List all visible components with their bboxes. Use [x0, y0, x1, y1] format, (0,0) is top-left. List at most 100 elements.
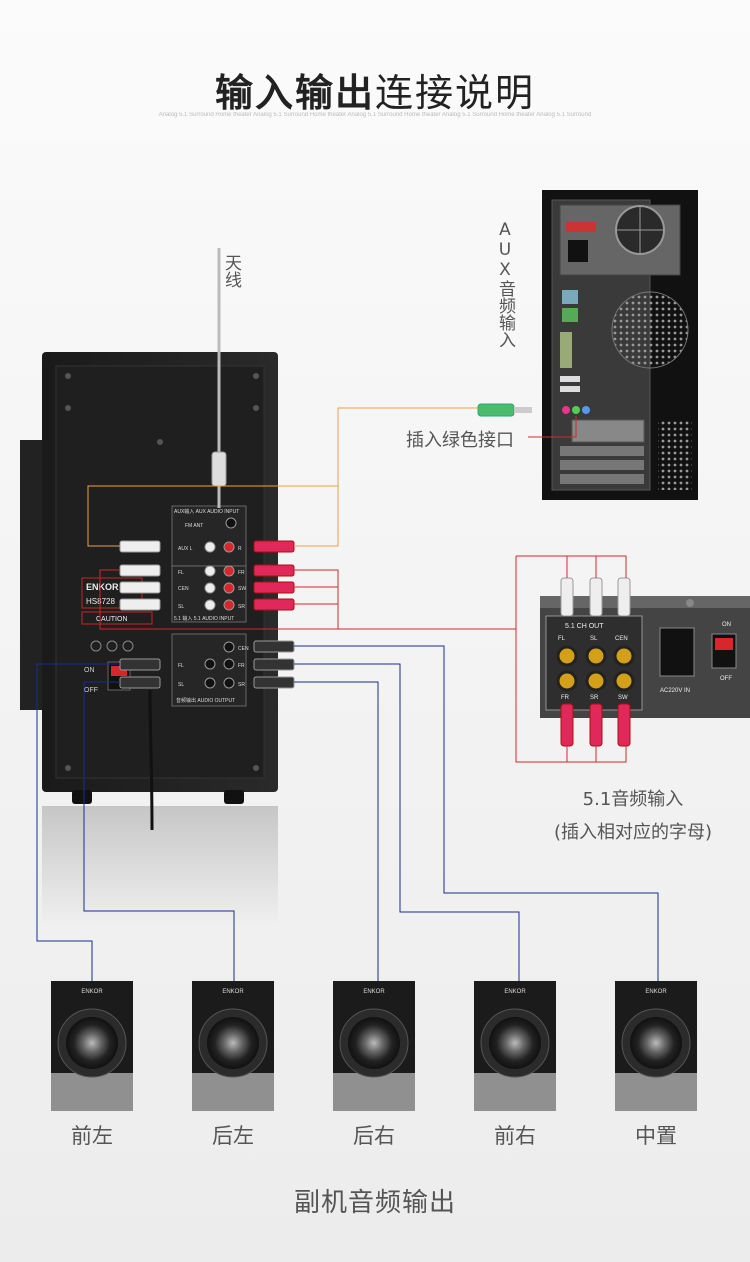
src-fr-jack[interactable]	[556, 670, 578, 692]
psu-warning	[566, 222, 596, 232]
ac-socket	[659, 627, 695, 677]
side-vent	[658, 420, 692, 490]
in-sw-jack[interactable]	[223, 582, 235, 594]
out-sr-jack[interactable]	[223, 677, 235, 689]
src-switch-on: ON	[722, 622, 731, 628]
speaker-driver-icon	[630, 1017, 682, 1069]
speaker-label: 前左	[71, 1124, 113, 1148]
in-sr-jack[interactable]	[223, 599, 235, 611]
src-fl-jack[interactable]	[556, 645, 578, 667]
speaker-brand: ENKOR	[81, 989, 103, 995]
in-fr-label: FR	[238, 570, 245, 576]
out-sl-label: SL	[178, 682, 184, 688]
src-sl-jack[interactable]	[585, 645, 607, 667]
src-line-top	[516, 555, 627, 578]
src-fr-label: FR	[561, 695, 570, 701]
out-line-fr	[294, 663, 520, 985]
out-sr-label: SR	[238, 682, 245, 688]
page-title: 输入输出连接说明	[0, 62, 750, 117]
audio-jack-blue	[582, 406, 590, 414]
switch-off-label: OFF	[84, 687, 98, 694]
src-cen-jack[interactable]	[613, 645, 635, 667]
speaker-driver-icon	[348, 1017, 400, 1069]
src-plug-white	[589, 577, 603, 617]
out-line-sr	[294, 681, 379, 985]
src-sl-label: SL	[590, 636, 598, 642]
aux-label: AUX音频输入	[495, 220, 515, 348]
plug-white-aux	[119, 540, 161, 553]
output-panel	[171, 633, 247, 707]
unit-foot	[224, 790, 244, 804]
expansion-slot	[560, 474, 644, 484]
unit-reflection	[42, 806, 278, 926]
src-sr-jack[interactable]	[585, 670, 607, 692]
plug-red-sr	[253, 598, 295, 611]
ps2-port	[562, 290, 578, 304]
aux-r-label: R	[238, 546, 242, 552]
aux-panel	[171, 505, 247, 567]
speaker-label: 前右	[494, 1124, 536, 1148]
screw	[253, 405, 259, 411]
speaker-brand: ENKOR	[363, 989, 385, 995]
speaker-brand: ENKOR	[504, 989, 526, 995]
in-cen-label: CEN	[178, 586, 189, 592]
plug-red-sw	[253, 581, 295, 594]
plug-black-fl	[119, 658, 161, 671]
antenna	[211, 248, 227, 508]
fm-ant-jack[interactable]	[225, 517, 237, 529]
unit-model: HS8728	[86, 597, 115, 606]
plug-green	[477, 403, 515, 417]
src-sw-jack[interactable]	[613, 670, 635, 692]
title-bold: 输入输出	[214, 71, 375, 115]
power-cable	[148, 689, 154, 831]
src-fl-label: FL	[558, 636, 566, 642]
plug-green-tip	[514, 407, 532, 413]
speaker-label: 中置	[635, 1124, 677, 1148]
aux-r-jack[interactable]	[223, 541, 235, 553]
source-device: 5.1 CH OUT FL SL CEN FR SR SW AC220V IN …	[540, 577, 750, 747]
usb-port	[560, 386, 580, 392]
in-sl-jack[interactable]	[204, 599, 216, 611]
speaker: ENKOR	[51, 981, 133, 1115]
out-fl-jack[interactable]	[204, 658, 216, 670]
speaker-reflection	[51, 1073, 133, 1111]
screw	[686, 599, 694, 607]
out-fr-label: FR	[238, 663, 245, 669]
plug-black-fr	[253, 658, 295, 671]
in-fl-jack[interactable]	[204, 565, 216, 577]
unit-brand: ENKOR	[86, 582, 119, 592]
src-plug-white	[560, 577, 574, 617]
speaker-brand: ENKOR	[645, 989, 667, 995]
in-sr-label: SR	[238, 604, 245, 610]
source-switch-rocker	[715, 638, 733, 650]
src-plug-red	[617, 703, 631, 747]
speaker: ENKOR	[615, 981, 697, 1115]
aux-l-jack[interactable]	[204, 541, 216, 553]
screw	[65, 765, 71, 771]
footer-caption: 副机音频输出	[293, 1188, 456, 1218]
input-cable-lines	[99, 555, 627, 763]
in-fr-jack[interactable]	[223, 565, 235, 577]
psu-socket	[568, 240, 588, 262]
out-cen-jack[interactable]	[223, 641, 235, 653]
in-cen-jack[interactable]	[204, 582, 216, 594]
output-panel-label: 音频输出 AUDIO OUTPUT	[176, 697, 235, 704]
usb-port	[560, 376, 580, 382]
audio-jack-green[interactable]	[572, 406, 580, 414]
src-switch-off: OFF	[720, 676, 732, 682]
plug-red-fr	[253, 564, 295, 577]
plug-black-cen	[253, 640, 295, 653]
speaker-driver-icon	[207, 1017, 259, 1069]
out-fr-jack[interactable]	[223, 658, 235, 670]
aux-line-right	[294, 407, 478, 547]
screw	[157, 439, 163, 445]
speaker-brand: ENKOR	[222, 989, 244, 995]
speaker-reflection	[615, 1073, 697, 1111]
antenna-plug	[211, 451, 227, 487]
out-sl-jack[interactable]	[204, 677, 216, 689]
surround-input-hint: (插入相对应的字母)	[553, 822, 713, 843]
screw	[253, 373, 259, 379]
cert-icon	[106, 640, 118, 652]
subtitle: Analog 5.1 Surround Home theater Analog …	[158, 112, 592, 118]
speaker-label: 后右	[353, 1124, 395, 1148]
